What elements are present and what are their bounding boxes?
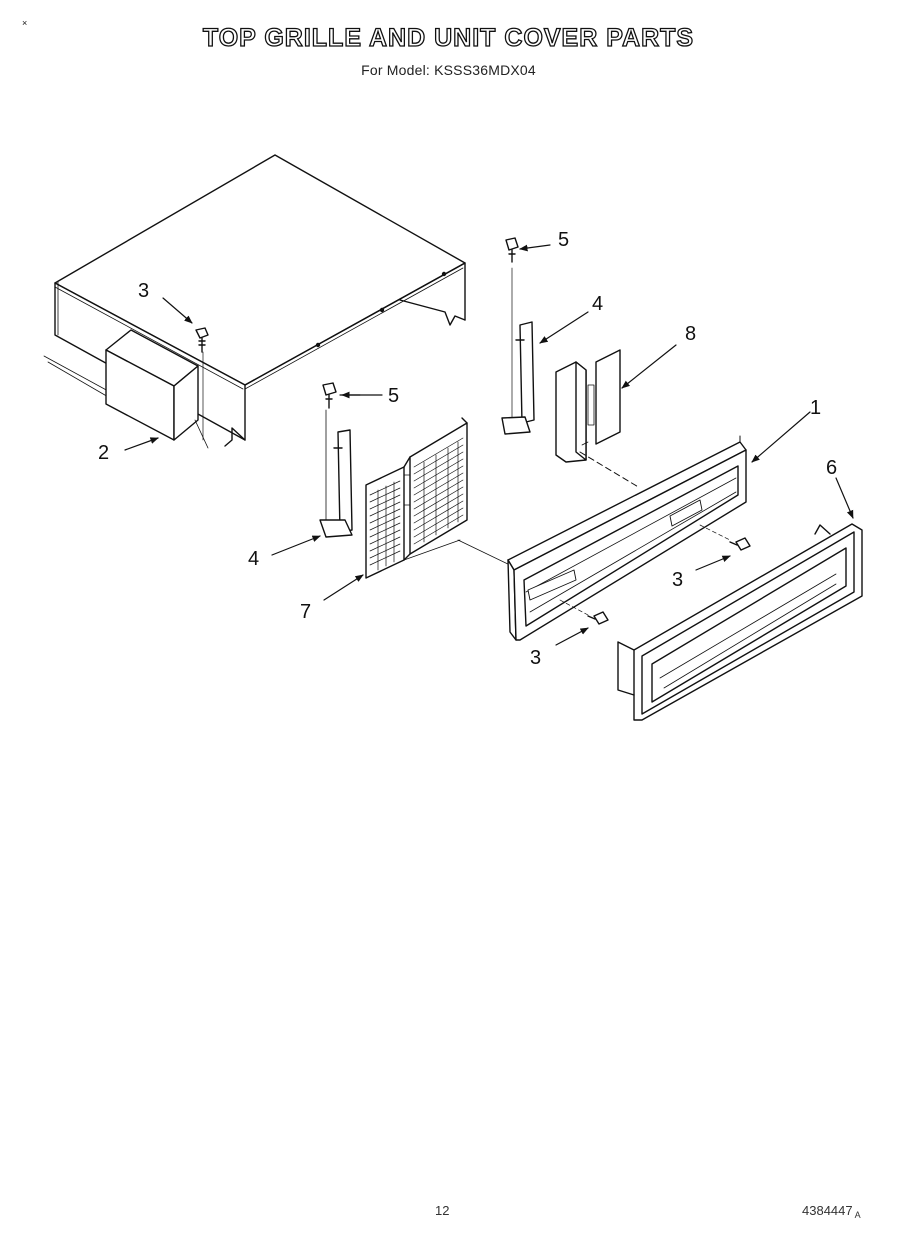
control-box-part xyxy=(105,329,209,449)
leader-2 xyxy=(124,437,159,451)
callout-5-right: 5 xyxy=(558,229,569,251)
screw-frame-right xyxy=(699,524,751,551)
leader-4b xyxy=(539,311,589,344)
page-title: TOP GRILLE AND UNIT COVER PARTS xyxy=(202,23,695,52)
grille-cover-part xyxy=(617,523,863,721)
callout-3-frame-bottom: 3 xyxy=(530,647,541,669)
grille-panel-part xyxy=(365,417,511,579)
callout-4-right: 4 xyxy=(592,293,603,315)
leader-1 xyxy=(751,411,811,463)
model-subtitle: For Model: KSSS36MDX04 xyxy=(361,62,536,78)
callout-6: 6 xyxy=(826,457,837,479)
page-number: 12 xyxy=(435,1203,450,1218)
callout-7: 7 xyxy=(300,601,311,623)
callout-1: 1 xyxy=(810,397,821,419)
screw-right-top xyxy=(505,237,519,421)
document-number-value: 4384447 xyxy=(802,1203,853,1218)
leader-8 xyxy=(621,344,677,389)
screw-left-top xyxy=(322,382,337,409)
callout-3-frame-right: 3 xyxy=(672,569,683,591)
screw-frame-bottom xyxy=(559,599,609,625)
right-bracket-part xyxy=(501,321,535,435)
left-bracket-part xyxy=(319,409,353,538)
leader-5b xyxy=(519,244,551,252)
leader-7 xyxy=(323,574,364,601)
callout-3-cover-screw: 3 xyxy=(138,280,149,302)
leader-6 xyxy=(835,477,854,519)
callout-4-left: 4 xyxy=(248,548,259,570)
callout-2: 2 xyxy=(98,442,109,464)
callout-8: 8 xyxy=(685,323,696,345)
document-number-suffix: A xyxy=(854,1210,861,1220)
corner-mark: × xyxy=(22,18,28,28)
leader-3b xyxy=(695,555,731,571)
screw-cover xyxy=(195,327,209,441)
leader-3a xyxy=(162,297,193,324)
side-trim-part xyxy=(555,349,621,463)
leader-3c xyxy=(555,627,589,646)
grille-frame-part xyxy=(507,435,747,641)
callout-5-left: 5 xyxy=(388,385,399,407)
leader-4a xyxy=(271,535,321,556)
